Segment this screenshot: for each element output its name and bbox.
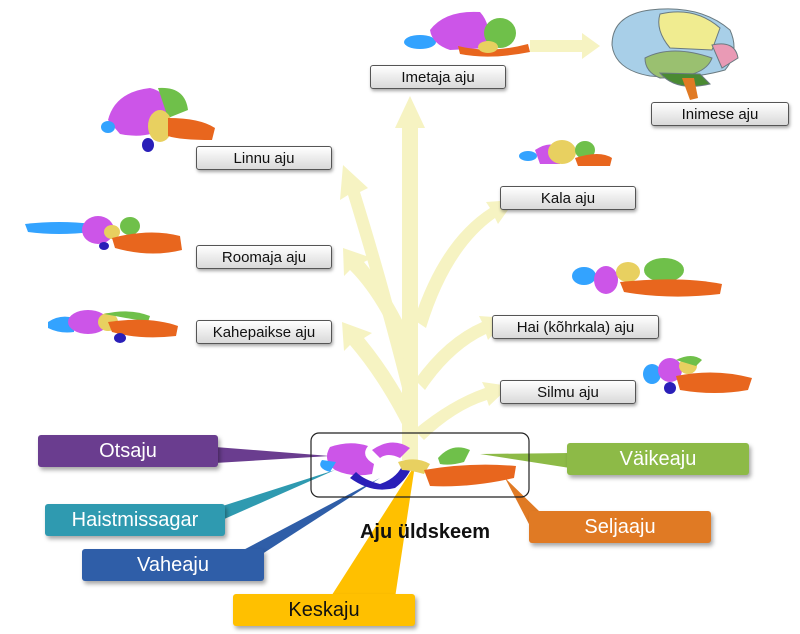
diagram-title: Aju üldskeem [359,521,491,543]
amphibian-brain-image [48,310,178,343]
label-shark-brain: Hai (kõhrkala) aju [492,315,659,339]
label-reptile-brain: Roomaja aju [196,245,332,269]
label-fish-brain: Kala aju [500,186,636,210]
human-brain-image [611,8,739,100]
label-amphibian-brain: Kahepaikse aju [196,320,332,344]
part-spinal-cord: Seljaaju [529,511,711,543]
part-forebrain: Otsaju [38,435,218,467]
lamprey-brain-image [643,356,752,394]
part-diencephalon: Vaheaju [82,549,264,581]
label-human-brain: Inimese aju [651,102,789,126]
schematic-brain [320,442,516,490]
part-midbrain: Keskaju [233,594,415,626]
schematic-frame [310,432,530,498]
evolution-tree [340,33,600,460]
part-connectors [210,447,570,598]
bird-brain-image [101,87,215,152]
part-cerebellum: Väikeaju [567,443,749,475]
label-mammal-brain: Imetaja aju [370,65,506,89]
fish-brain-image [519,140,612,166]
mammal-brain-image [404,11,530,57]
shark-brain-image [572,258,722,297]
part-olfactory-bulb: Haistmissagar [45,504,225,536]
label-lamprey-brain: Silmu aju [500,380,636,404]
label-bird-brain: Linnu aju [196,146,332,170]
reptile-brain-image [25,216,182,254]
